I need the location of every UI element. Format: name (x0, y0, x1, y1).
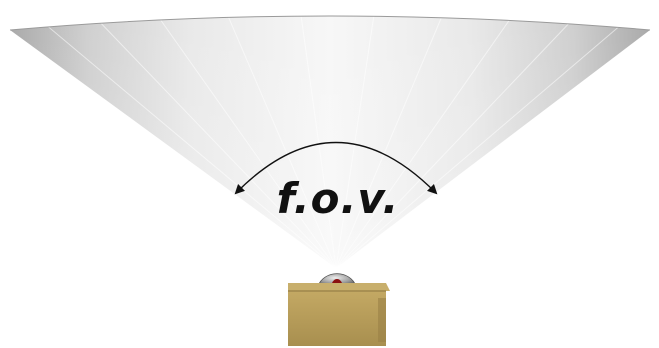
sensor-body-top (288, 283, 390, 291)
fov-cone (10, 8, 650, 268)
sensor-body-side (378, 298, 386, 342)
sensor-body (288, 290, 386, 346)
sensor-device (288, 274, 390, 346)
fov-label: f.o.v. (277, 174, 400, 223)
